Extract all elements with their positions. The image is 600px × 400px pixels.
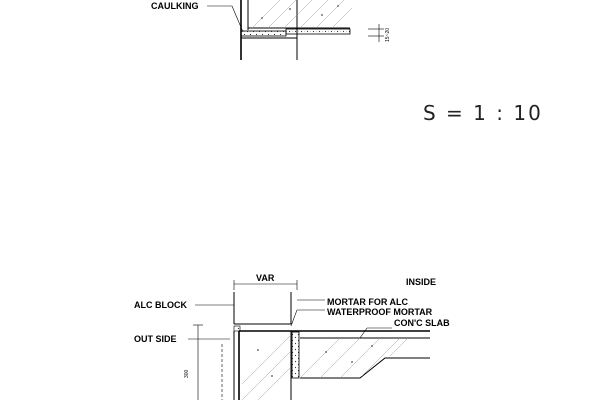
- slab-bottom-line: [300, 357, 430, 379]
- var-label: VAR: [256, 273, 275, 283]
- scale-label: S = 1 : 10: [423, 101, 543, 125]
- waterproof-label: WATERPROOF MORTAR: [327, 307, 433, 317]
- outside-label: OUT SIDE: [134, 334, 177, 344]
- top-wall-hatch: [251, 0, 353, 29]
- caulking-bead: [233, 325, 241, 332]
- waterproof-leader-d: [290, 309, 298, 327]
- conc-slab-label: CON'C SLAB: [394, 318, 450, 328]
- inside-label: INSIDE: [406, 277, 436, 287]
- top-caulking-strip: [240, 30, 287, 37]
- waterproof-mortar-fill: [291, 331, 300, 379]
- bottom-detail: VAR ALC BLOCK MORTAR FOR ALC WATERPROOF …: [134, 273, 450, 400]
- bottom-wall-hatch: [241, 335, 409, 400]
- dim-300-label: 300: [184, 369, 190, 378]
- top-detail: CAULKING 15~20: [151, 0, 391, 60]
- caulking-label: CAULKING: [151, 1, 199, 11]
- mortar-alc-label: MORTAR FOR ALC: [327, 297, 408, 307]
- top-mortar-strip: [285, 28, 351, 35]
- conc-slab-leader-d: [359, 327, 368, 339]
- alc-block-label: ALC BLOCK: [134, 300, 187, 310]
- caulking-leader-d: [231, 5, 244, 33]
- dim-15-20-label: 15~20: [385, 28, 391, 42]
